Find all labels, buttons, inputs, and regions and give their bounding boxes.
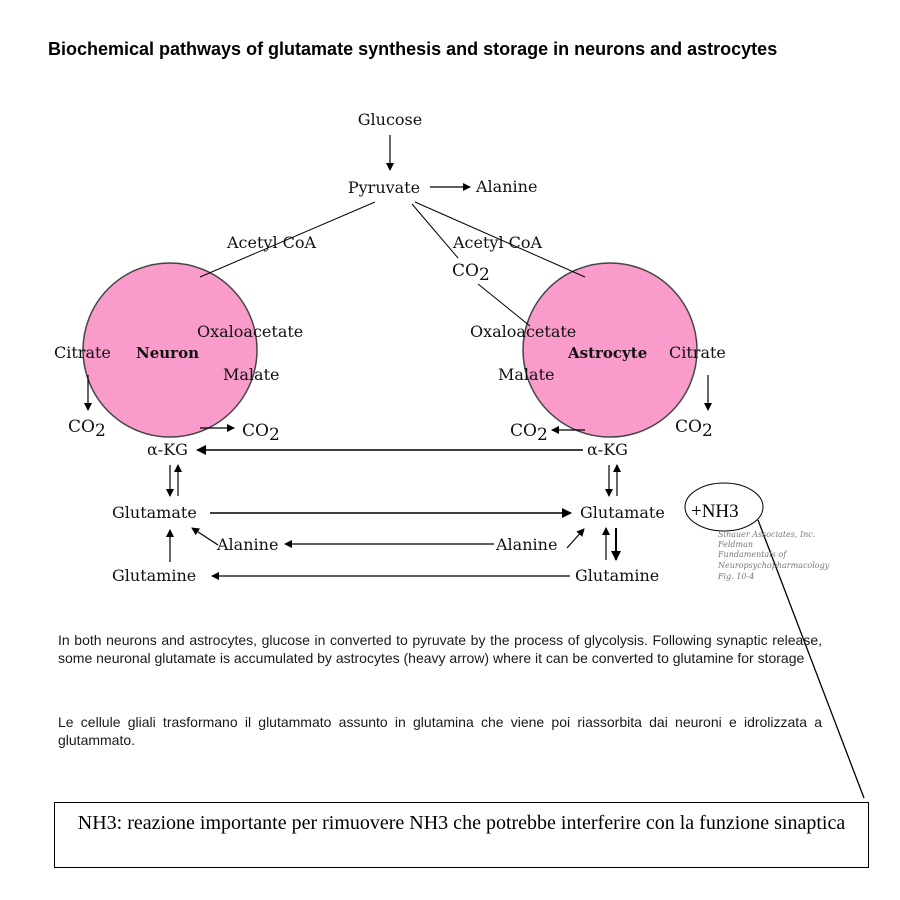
neuron-malate-label: Malate — [223, 365, 279, 384]
astrocyte-co2-right-label: CO2 — [675, 417, 713, 441]
pyruvate-to-co2-line — [411, 203, 459, 259]
co2-mid-label: CO2 — [452, 261, 490, 285]
credit-line-1: Sinauer Associates, Inc. — [718, 530, 815, 539]
alanine-right-label: Alanine — [495, 535, 557, 554]
akg-left-label: α-KG — [147, 440, 188, 459]
nh3-note-box: NH3: reazione importante per rimuovere N… — [54, 802, 869, 868]
co2-to-oxaloacetate-line — [477, 283, 531, 327]
alanine-right-to-glutamate-arrow — [566, 528, 585, 549]
neuron-co2-right-label: CO2 — [242, 421, 280, 445]
nh3-label: +NH3 — [691, 501, 739, 522]
astrocyte-citrate-label: Citrate — [669, 343, 726, 362]
akg-right-label: α-KG — [587, 440, 628, 459]
glutamate-right-label: Glutamate — [580, 503, 665, 522]
neuron-co2-left-label: CO2 — [68, 417, 106, 441]
neuron-citrate-label: Citrate — [54, 343, 111, 362]
glucose-label: Glucose — [358, 110, 422, 129]
neuron-cell — [82, 262, 258, 438]
glutamine-left-label: Glutamine — [112, 566, 196, 585]
credit-line-2: Feldman — [717, 540, 753, 549]
alanine-left-to-glutamate-arrow — [191, 527, 219, 546]
neuron-cell-label: Neuron — [136, 344, 199, 362]
glutamate-left-label: Glutamate — [112, 503, 197, 522]
nh3-pointer-line — [757, 519, 865, 799]
english-caption: In both neurons and astrocytes, glucose … — [58, 632, 822, 666]
astrocyte-cell — [522, 262, 698, 438]
credit-line-3: Fundamentals of — [717, 550, 788, 559]
italian-caption: Le cellule gliali trasformano il glutamm… — [58, 714, 822, 748]
alanine-left-label: Alanine — [216, 535, 278, 554]
pyruvate-to-astrocyte-line — [414, 201, 586, 278]
acetyl-coa-left-label: Acetyl CoA — [226, 233, 317, 252]
acetyl-coa-right-label: Acetyl CoA — [452, 233, 543, 252]
pyruvate-label: Pyruvate — [348, 178, 420, 197]
credit-line-4: Neuropsychopharmacology — [717, 561, 830, 570]
neuron-oxaloacetate-label: Oxaloacetate — [197, 322, 303, 341]
credit-line-5: Fig. 10-4 — [717, 572, 754, 581]
astrocyte-co2-left-label: CO2 — [510, 421, 548, 445]
alanine-top-label: Alanine — [475, 177, 537, 196]
astrocyte-cell-label: Astrocyte — [567, 344, 647, 362]
astrocyte-malate-label: Malate — [498, 365, 554, 384]
astrocyte-oxaloacetate-label: Oxaloacetate — [470, 322, 576, 341]
nh3-highlight-circle — [684, 482, 764, 532]
page-title: Biochemical pathways of glutamate synthe… — [48, 39, 778, 59]
pyruvate-to-neuron-line — [199, 201, 376, 278]
glutamine-right-label: Glutamine — [575, 566, 659, 585]
